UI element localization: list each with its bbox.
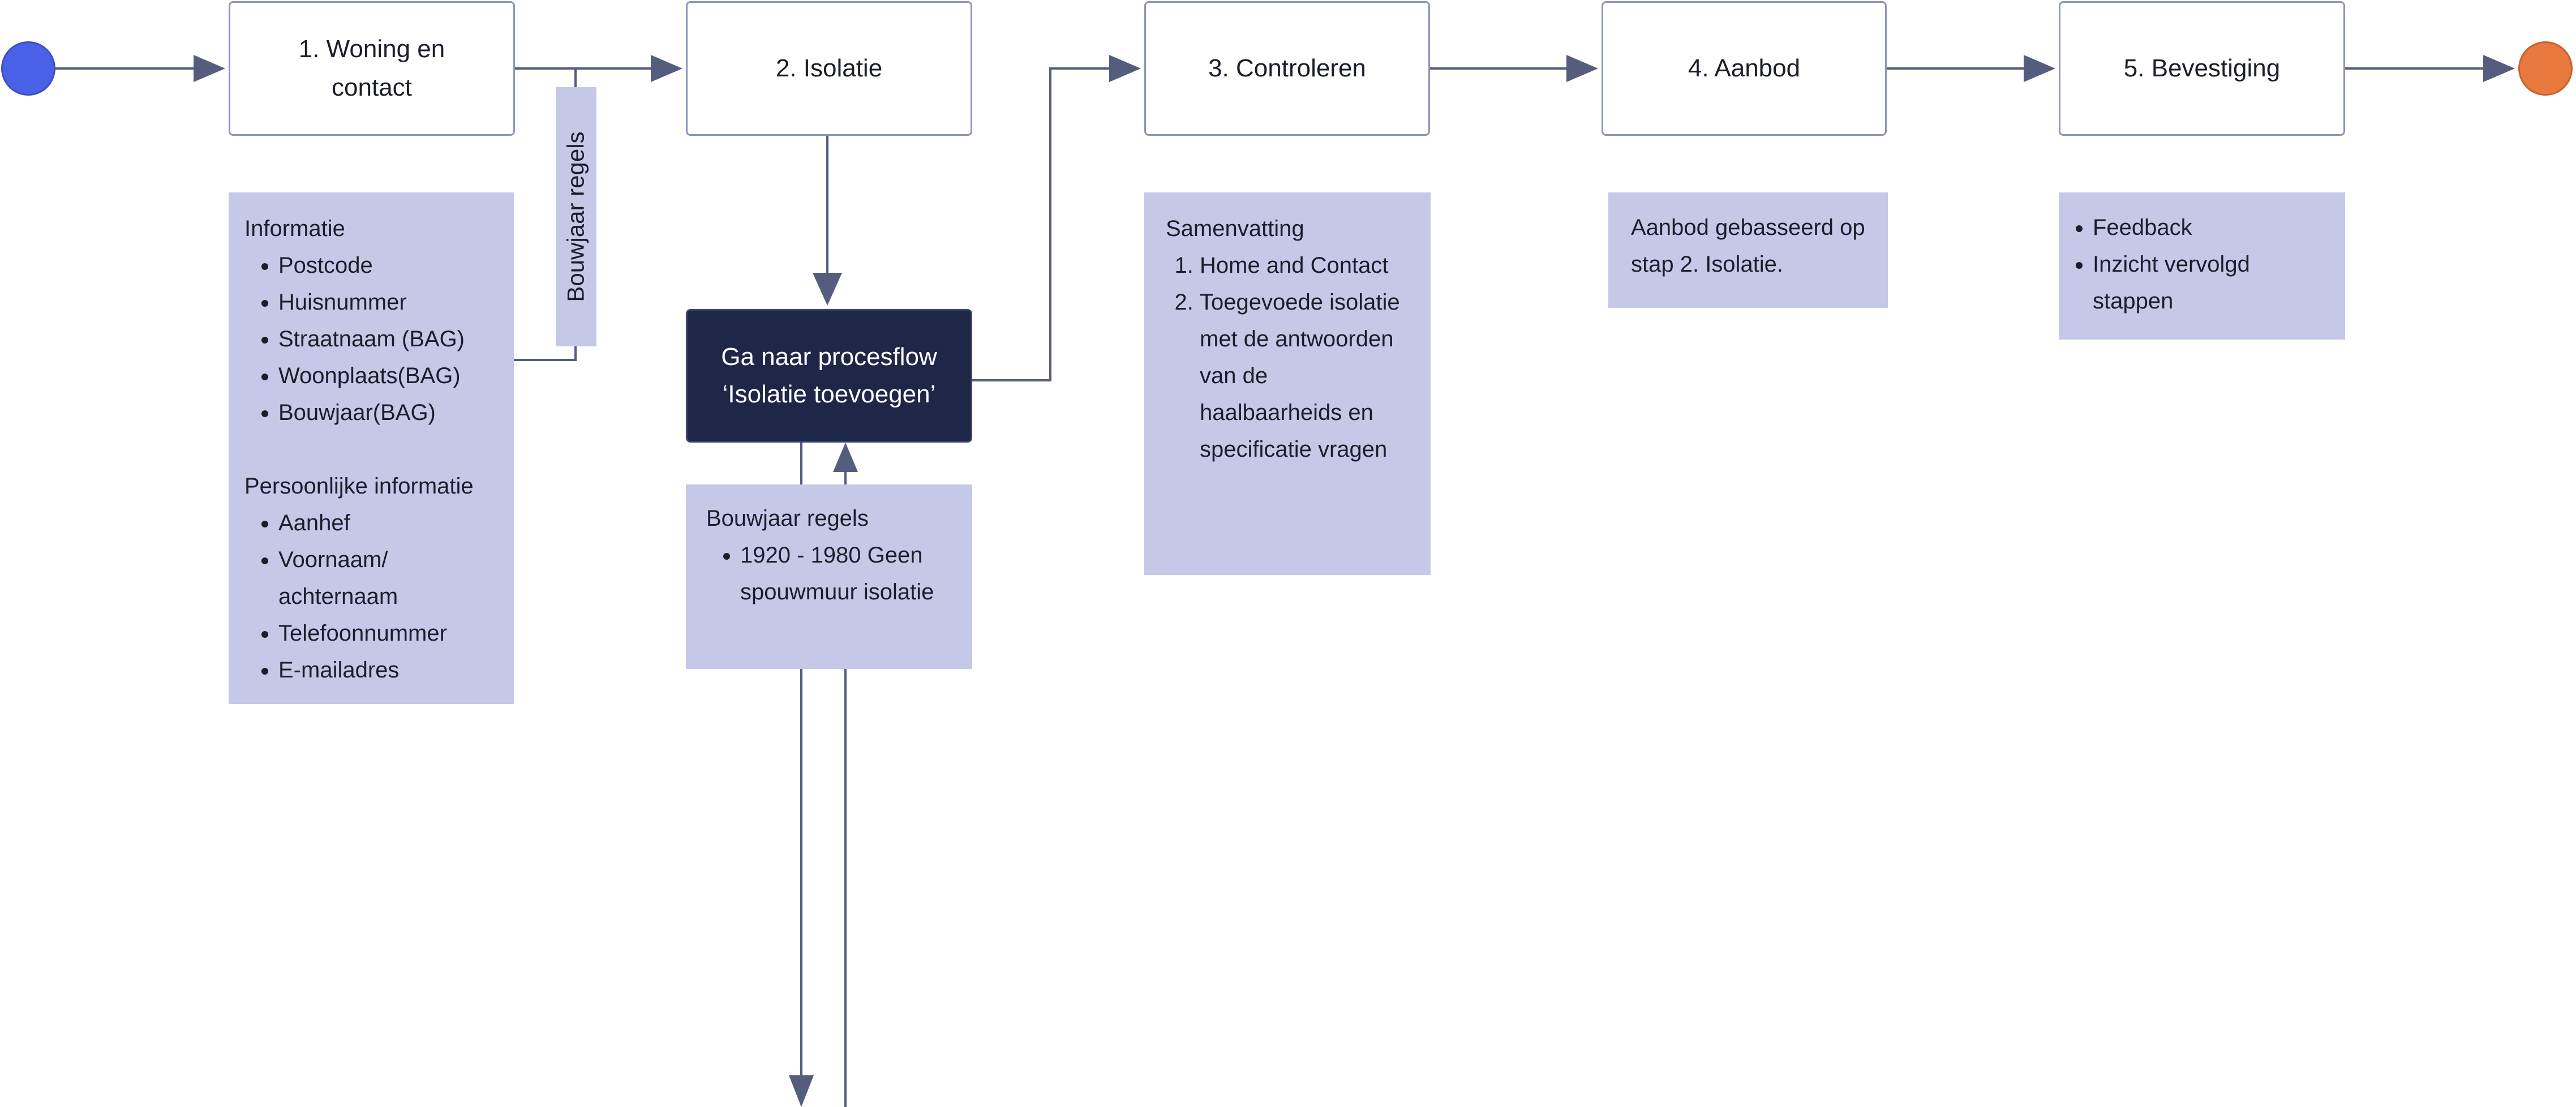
note-woning-en-contact: Informatie Postcode Huisnummer Straatnaa… xyxy=(229,192,514,704)
note-woning-section2-title: Persoonlijke informatie xyxy=(244,474,474,499)
note-woning-section1-title: Informatie xyxy=(244,216,345,241)
list-item: 1920 - 1980 Geen spouwmuur isolatie xyxy=(740,537,967,611)
list-item: Straatnaam (BAG) xyxy=(278,321,508,358)
note-aanbod: Aanbod gebasseerd op stap 2. Isolatie. xyxy=(1608,192,1888,308)
list-item: Huisnummer xyxy=(278,284,508,321)
list-item: Postcode xyxy=(278,247,508,284)
arrowhead-subflow xyxy=(813,273,842,306)
step-bevestiging[interactable]: 5. Bevestiging xyxy=(2059,1,2345,136)
end-event[interactable] xyxy=(2518,41,2573,96)
note-woning-section1-list: Postcode Huisnummer Straatnaam (BAG) Woo… xyxy=(244,247,508,431)
note-controleren-title: Samenvatting xyxy=(1166,216,1304,241)
note-bouwjaar-title: Bouwjaar regels xyxy=(706,506,869,531)
note-controleren: Samenvatting Home and Contact Toegevoede… xyxy=(1144,192,1431,575)
step-aanbod-label: 4. Aanbod xyxy=(1688,54,1801,82)
note-bevestiging: Feedback Inzicht vervolgd stappen xyxy=(2059,192,2345,340)
list-item: Inzicht vervolgd stappen xyxy=(2093,246,2334,320)
arrowhead-step3 xyxy=(1109,55,1141,82)
subprocess-label: Ga naar procesflow ‘Isolatie toevoegen’ xyxy=(721,343,937,408)
step-woning-en-contact[interactable]: 1. Woning en contact xyxy=(229,1,515,136)
step-controleren[interactable]: 3. Controleren xyxy=(1144,1,1430,136)
note-bouwjaar-regels: Bouwjaar regels 1920 - 1980 Geen spouwmu… xyxy=(686,484,972,669)
step-woning-en-contact-label: 1. Woning en contact xyxy=(298,35,445,101)
arrowhead-step5 xyxy=(2024,55,2055,82)
list-item: Voornaam/ achternaam xyxy=(278,542,508,615)
note-bouwjaar-list: 1920 - 1980 Geen spouwmuur isolatie xyxy=(706,537,967,611)
list-item: Telefoonnummer xyxy=(278,615,508,652)
step-aanbod[interactable]: 4. Aanbod xyxy=(1602,1,1887,136)
note-aanbod-text: Aanbod gebasseerd op stap 2. Isolatie. xyxy=(1631,215,1865,277)
arrowhead-step4 xyxy=(1566,55,1598,82)
list-item: Bouwjaar(BAG) xyxy=(278,394,508,431)
arrowhead-end xyxy=(2483,55,2515,82)
list-item: Aanhef xyxy=(278,505,508,542)
step-bevestiging-label: 5. Bevestiging xyxy=(2123,54,2281,82)
arrowhead-down xyxy=(789,1075,814,1107)
note-woning-section2-list: Aanhef Voornaam/ achternaam Telefoonnumm… xyxy=(244,505,508,689)
arrowhead-step1 xyxy=(194,55,225,82)
step-controleren-label: 3. Controleren xyxy=(1208,54,1366,82)
side-label-bouwjaar-regels: Bouwjaar regels xyxy=(556,87,596,346)
list-item: Toegevoede isolatie met de antwoorden va… xyxy=(1200,284,1402,468)
arrowhead-step2 xyxy=(651,55,682,82)
list-item: Feedback xyxy=(2093,209,2334,246)
note-controleren-list: Home and Contact Toegevoede isolatie met… xyxy=(1166,247,1402,468)
note-bevestiging-list: Feedback Inzicht vervolgd stappen xyxy=(2059,209,2334,320)
step-isolatie-label: 2. Isolatie xyxy=(775,54,883,82)
subprocess-isolatie-toevoegen[interactable]: Ga naar procesflow ‘Isolatie toevoegen’ xyxy=(686,309,972,443)
list-item: Woonplaats(BAG) xyxy=(278,358,508,394)
step-isolatie[interactable]: 2. Isolatie xyxy=(686,1,972,136)
connector-subflow-to-step3 xyxy=(972,67,1114,381)
arrowhead-return xyxy=(833,443,858,472)
list-item: E-mailadres xyxy=(278,652,508,689)
list-item: Home and Contact xyxy=(1200,247,1402,284)
start-event[interactable] xyxy=(1,41,55,96)
